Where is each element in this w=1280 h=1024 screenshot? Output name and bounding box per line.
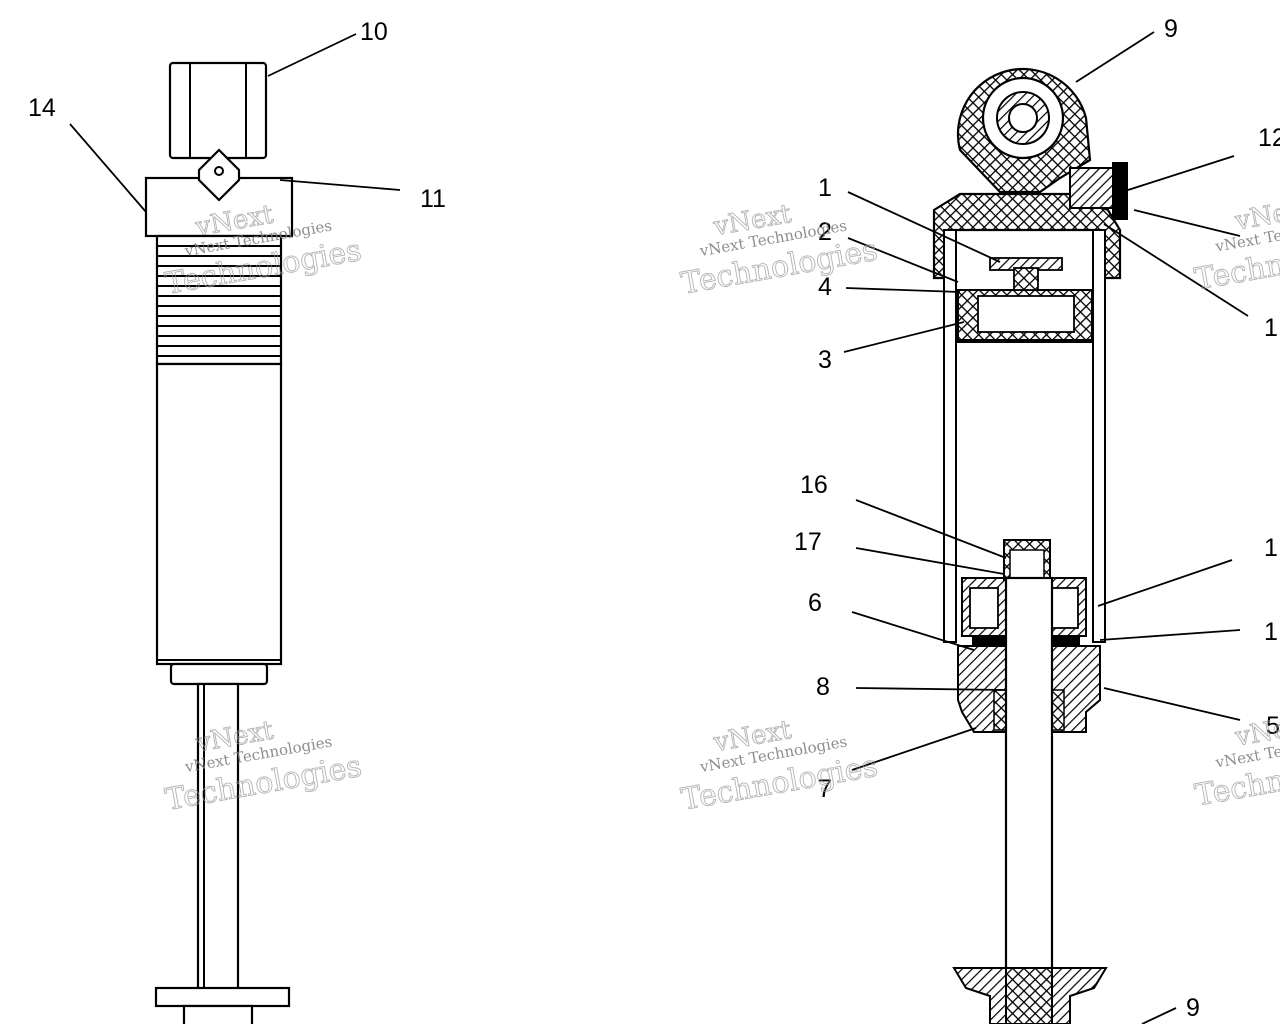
top-mount-eye (168, 61, 268, 160)
callout-1-d: 1 (1264, 618, 1278, 646)
callout-1-a: 1 (818, 174, 832, 202)
cross-section-view (932, 67, 1128, 1024)
callout-labels: 10 14 11 9 12 1 2 4 3 1 16 17 6 8 7 1 1 … (28, 15, 1280, 1022)
cylinder-wall-right (1092, 229, 1106, 643)
thread-lines (157, 245, 281, 357)
callout-7: 7 (818, 775, 832, 803)
callout-11: 11 (420, 185, 446, 213)
leader-lines (69, 31, 1249, 1024)
callout-2: 2 (818, 218, 832, 246)
callout-10: 10 (360, 18, 388, 46)
callout-9-bottom: 9 (1186, 994, 1200, 1022)
callout-14: 14 (28, 94, 56, 122)
callout-17: 17 (794, 528, 822, 556)
shock-body (155, 362, 283, 666)
callout-3: 3 (818, 346, 832, 374)
callout-5: 5 (1266, 712, 1280, 740)
exterior-shock-view (144, 61, 294, 1024)
watermark-3: vNext vNext Technologies Technologies (162, 715, 365, 818)
callout-8: 8 (816, 673, 830, 701)
callout-1-c: 1 (1264, 534, 1278, 562)
callout-16: 16 (800, 471, 828, 499)
watermark-2: vNext vNext Technologies Technologies (678, 199, 881, 303)
callout-9-top: 9 (1164, 15, 1178, 43)
callout-1-b: 1 (1264, 314, 1278, 342)
callout-4: 4 (818, 273, 832, 301)
callout-6: 6 (808, 589, 822, 617)
body-collar (169, 662, 269, 686)
watermark-5: vNext vNext Technologies Technologies (1192, 193, 1280, 298)
watermark-group: vNext vNext Technologies Technologies vN… (162, 193, 1280, 819)
bottom-mount (154, 986, 291, 1008)
callout-12: 12 (1258, 124, 1280, 152)
watermark-4: vNext vNext Technologies Technologies (678, 715, 881, 819)
shaft-section (1004, 576, 1054, 972)
